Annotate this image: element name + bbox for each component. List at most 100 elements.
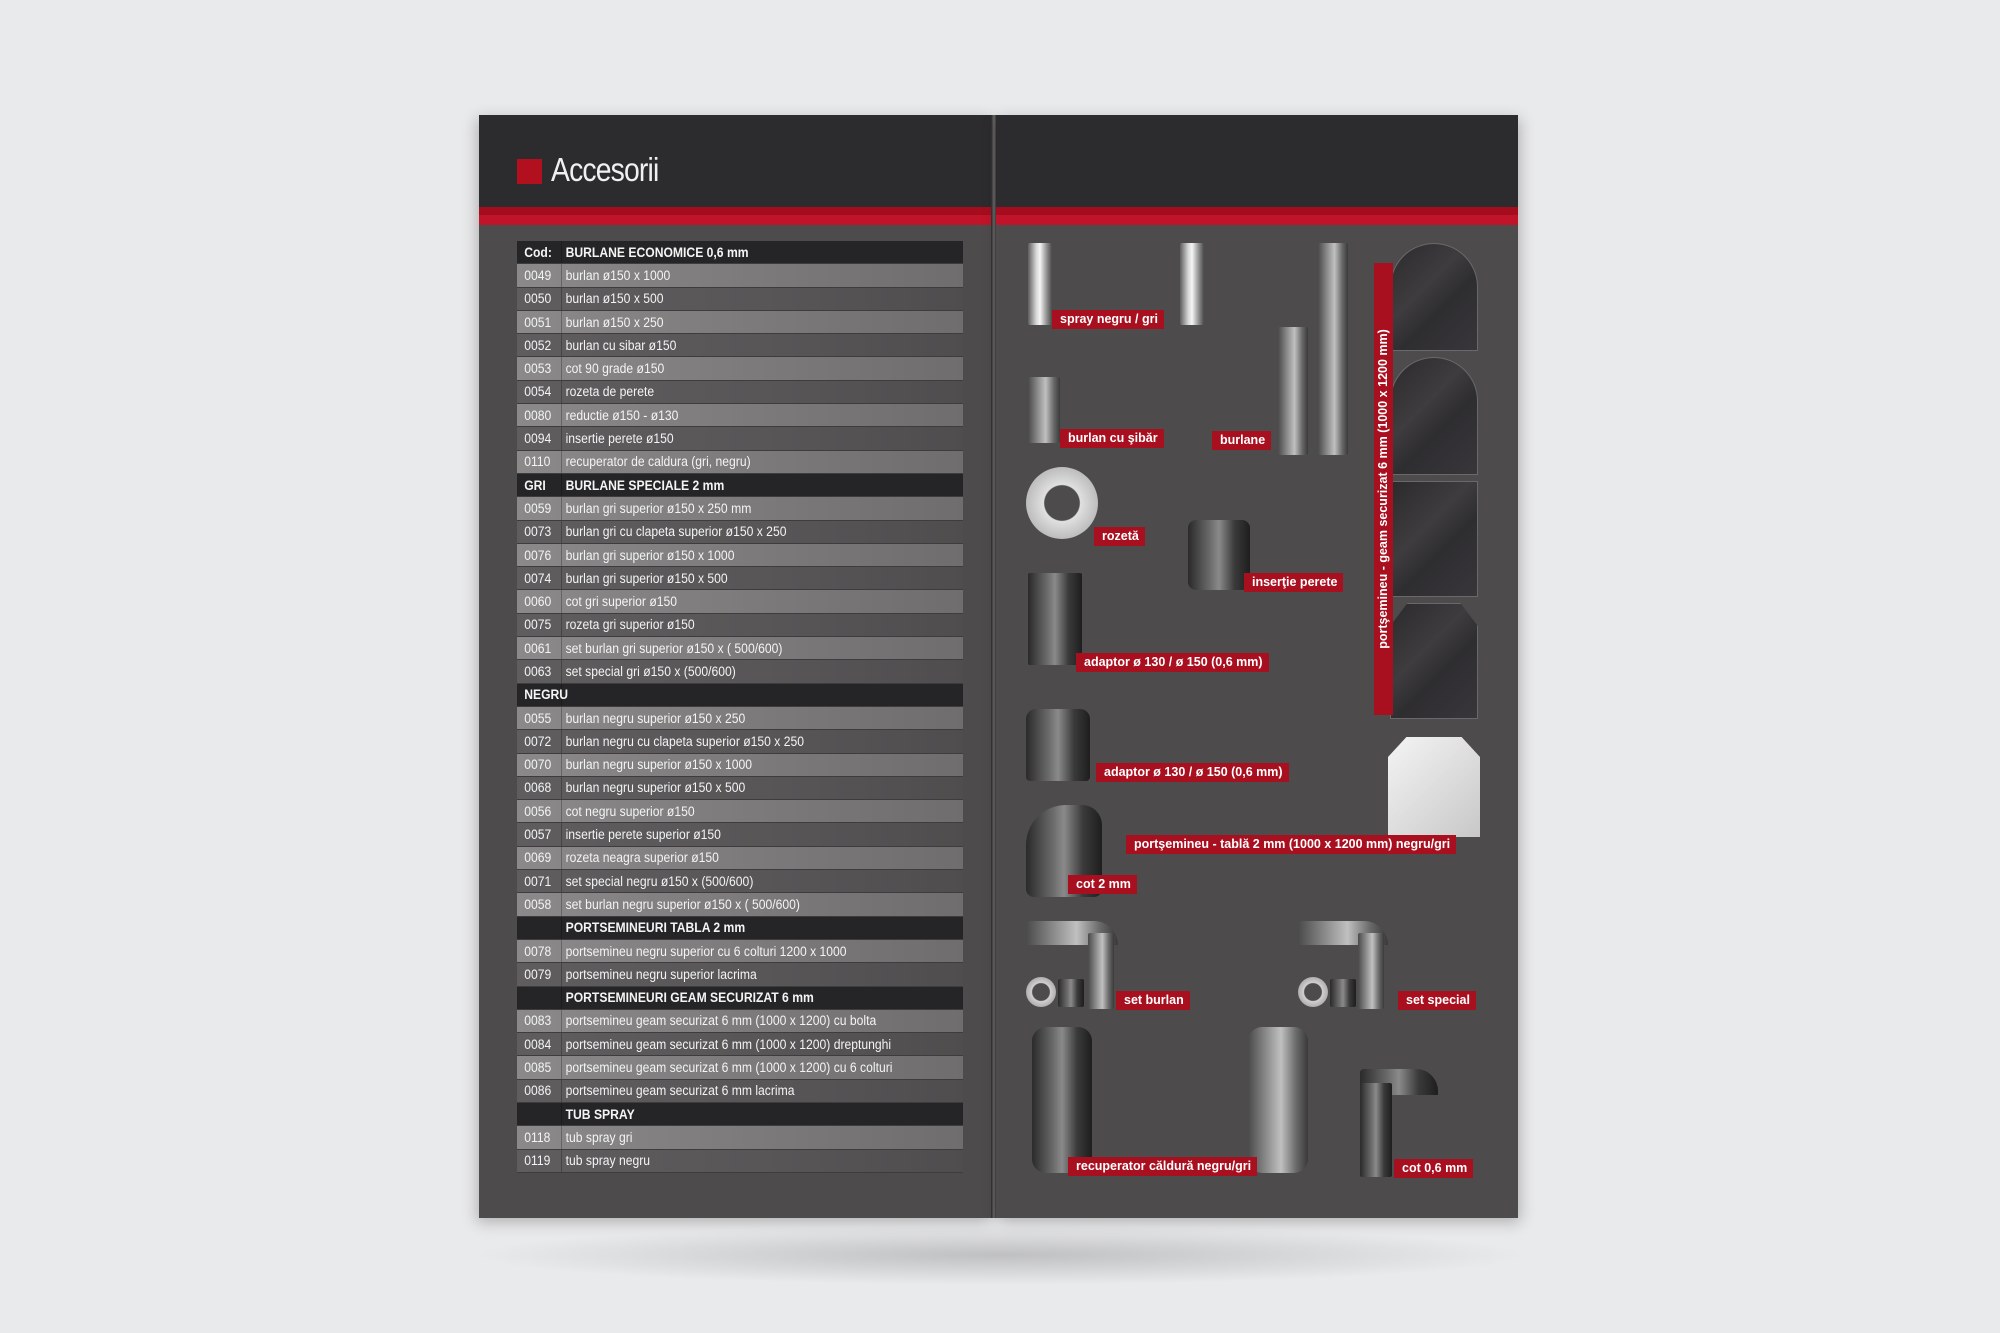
row-description: burlan cu sibar ø150 xyxy=(565,337,677,353)
row-code: 0060 xyxy=(524,594,552,610)
row-description: burlan gri superior ø150 x 500 xyxy=(565,570,728,586)
row-code: 0074 xyxy=(524,570,552,586)
row-code: 0053 xyxy=(524,361,552,377)
header-red-stripe-lower-right xyxy=(996,215,1518,225)
row-description: burlan ø150 x 500 xyxy=(565,291,664,307)
row-separator xyxy=(561,543,562,567)
row-description: portsemineu geam securizat 6 mm lacrima xyxy=(565,1083,795,1099)
row-code: 0052 xyxy=(524,337,552,353)
row-separator xyxy=(561,287,562,310)
table-row: 0053 cot 90 grade ø150 xyxy=(517,357,963,381)
row-description: burlan gri superior ø150 x 250 mm xyxy=(565,500,752,516)
label-rozeta: rozetă xyxy=(1094,527,1145,546)
row-code: Cod: xyxy=(524,244,552,260)
row-description: recuperator de caldura (gri, negru) xyxy=(565,454,751,470)
row-code: 0055 xyxy=(524,710,552,726)
label-adaptor-2: adaptor ø 130 / ø 150 (0,6 mm) xyxy=(1096,763,1289,782)
adaptor-tall-image xyxy=(1028,573,1082,665)
page-header-right xyxy=(996,115,1518,207)
row-description: burlan negru cu clapeta superior ø150 x … xyxy=(565,733,805,749)
row-separator xyxy=(561,264,562,287)
row-separator xyxy=(561,1009,562,1033)
row-separator xyxy=(561,1056,562,1079)
row-separator xyxy=(561,1102,562,1126)
portsemineu-tabla-image xyxy=(1388,737,1480,837)
header-red-stripe xyxy=(479,207,993,215)
spray-can-black-image xyxy=(1028,243,1052,325)
row-separator xyxy=(561,963,562,986)
label-spray: spray negru / gri xyxy=(1052,310,1164,329)
table-row: 0085 portsemineu geam securizat 6 mm (100… xyxy=(517,1056,963,1080)
row-separator xyxy=(561,846,562,870)
row-description: burlan gri superior ø150 x 1000 xyxy=(565,547,735,563)
table-section-header: PORTSEMINEURI GEAM SECURIZAT 6 mm xyxy=(517,986,963,1010)
table-row: 0055 burlan negru superior ø150 x 250 xyxy=(517,706,963,731)
row-separator xyxy=(561,706,562,730)
label-set-burlan: set burlan xyxy=(1116,991,1190,1010)
burlan-sibar-image xyxy=(1028,377,1060,443)
row-code: 0070 xyxy=(524,757,552,773)
label-adaptor-1: adaptor ø 130 / ø 150 (0,6 mm) xyxy=(1076,653,1269,672)
row-code: 0063 xyxy=(524,663,552,679)
row-code: 0071 xyxy=(524,873,552,889)
row-code: 0054 xyxy=(524,384,552,400)
row-description: rozeta de perete xyxy=(565,384,655,400)
row-description: set burlan negru superior ø150 x ( 500/6… xyxy=(565,896,800,912)
row-code: 0079 xyxy=(524,966,552,982)
row-description: set burlan gri superior ø150 x ( 500/600… xyxy=(565,640,783,656)
row-description: portsemineu negru superior cu 6 colturi … xyxy=(565,943,847,959)
row-separator xyxy=(561,683,562,706)
row-code: 0051 xyxy=(524,314,552,330)
brochure-shadow xyxy=(470,1225,1530,1285)
spray-can-grey-image xyxy=(1180,243,1204,325)
row-description: TUB SPRAY xyxy=(565,1106,635,1122)
label-cot-06: cot 0,6 mm xyxy=(1394,1159,1474,1178)
table-section-header: TUB SPRAY xyxy=(517,1102,963,1127)
row-code: 0084 xyxy=(524,1036,552,1052)
row-separator xyxy=(561,800,562,823)
row-code: 0119 xyxy=(524,1153,551,1169)
row-code: 0094 xyxy=(524,431,552,447)
row-separator xyxy=(561,893,562,916)
row-description: PORTSEMINEURI TABLA 2 mm xyxy=(565,920,746,936)
row-code: 0085 xyxy=(524,1060,552,1076)
recuperator-grey-image xyxy=(1248,1027,1308,1173)
label-recuperator: recuperator căldură negru/gri xyxy=(1068,1157,1258,1176)
header-red-stripe-right xyxy=(996,207,1518,215)
row-separator xyxy=(561,567,562,590)
brochure-spine xyxy=(991,115,997,1218)
table-row: 0119 tub spray negru xyxy=(517,1149,963,1173)
row-description: burlan gri cu clapeta superior ø150 x 25… xyxy=(565,524,787,540)
page-header xyxy=(479,115,993,207)
label-insertie: inserţie perete xyxy=(1244,573,1344,592)
row-code: 0057 xyxy=(524,827,552,843)
row-description: portsemineu geam securizat 6 mm (1000 x … xyxy=(565,1036,892,1052)
row-description: burlan negru superior ø150 x 250 xyxy=(565,710,746,726)
row-code: NEGRU xyxy=(524,687,569,703)
row-separator xyxy=(561,497,562,520)
row-code: 0118 xyxy=(524,1129,551,1145)
portsemineu-geam-6-colturi-image xyxy=(1390,603,1478,719)
row-description: PORTSEMINEURI GEAM SECURIZAT 6 mm xyxy=(565,990,814,1006)
row-separator xyxy=(561,1149,562,1172)
set-special-pipe-image xyxy=(1358,933,1384,1009)
row-description: tub spray negru xyxy=(565,1153,651,1169)
row-separator xyxy=(561,473,562,497)
row-separator xyxy=(561,404,562,427)
row-description: cot 90 grade ø150 xyxy=(565,361,665,377)
row-description: portsemineu geam securizat 6 mm (1000 x … xyxy=(565,1060,893,1076)
row-code: GRI xyxy=(524,477,546,493)
label-set-special: set special xyxy=(1398,991,1476,1010)
row-code: 0049 xyxy=(524,267,552,283)
